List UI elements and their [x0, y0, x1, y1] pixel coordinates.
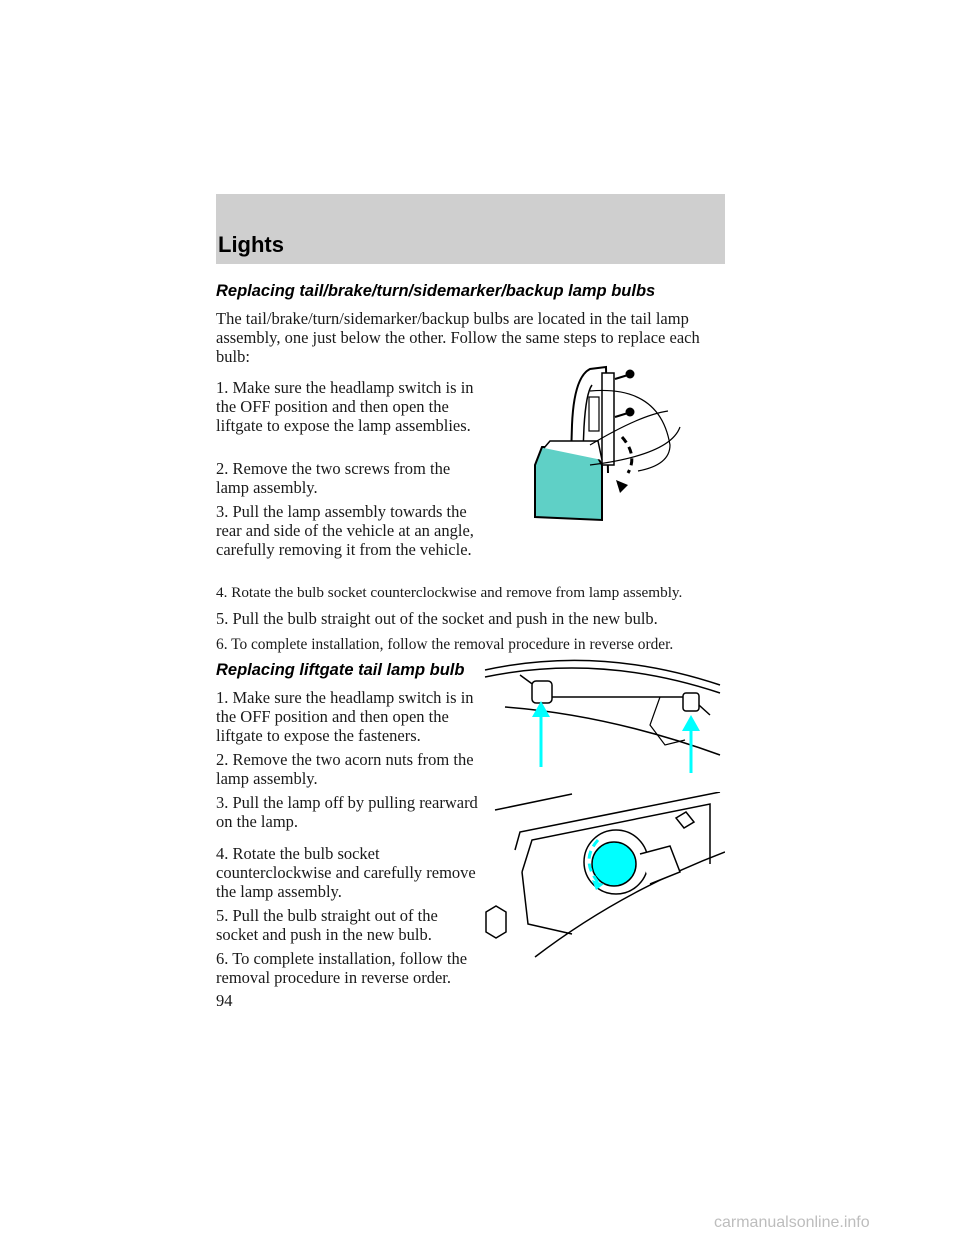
- page-number: 94: [216, 991, 233, 1010]
- intro-paragraph: The tail/brake/turn/sidemarker/backup bu…: [216, 309, 700, 366]
- step-4-tail: 4. Rotate the bulb socket counterclockwi…: [216, 584, 683, 601]
- step-5-tail: 5. Pull the bulb straight out of the soc…: [216, 609, 658, 628]
- step-3-tail: 3. Pull the lamp assembly towards the re…: [216, 502, 474, 559]
- step-4-liftgate: 4. Rotate the bulb socket counterclockwi…: [216, 844, 476, 901]
- step-6-tail: 6. To complete installation, follow the …: [216, 636, 674, 653]
- step-3-liftgate: 3. Pull the lamp off by pulling rearward…: [216, 793, 478, 831]
- step-6-liftgate: 6. To complete installation, follow the …: [216, 949, 468, 987]
- step-2-liftgate: 2. Remove the two acorn nuts from the la…: [216, 750, 474, 788]
- step-1-tail: 1. Make sure the headlamp switch is in t…: [216, 378, 474, 435]
- step-5-liftgate: 5. Pull the bulb straight out of the soc…: [216, 906, 438, 944]
- bulb-socket-rotation-illustration: [485, 792, 725, 958]
- step-2-tail: 2. Remove the two screws from the lamp a…: [216, 459, 451, 497]
- tail-lamp-removal-illustration: [534, 365, 681, 522]
- liftgate-acorn-nuts-illustration: [484, 659, 721, 773]
- step-1-liftgate: 1. Make sure the headlamp switch is in t…: [216, 688, 474, 745]
- section-title-tail-lamp: Replacing tail/brake/turn/sidemarker/bac…: [216, 282, 656, 300]
- page-header-title: Lights: [218, 232, 284, 257]
- watermark: carmanualsonline.info: [714, 1214, 870, 1231]
- header-band: [216, 194, 725, 264]
- section-title-liftgate: Replacing liftgate tail lamp bulb: [216, 661, 465, 679]
